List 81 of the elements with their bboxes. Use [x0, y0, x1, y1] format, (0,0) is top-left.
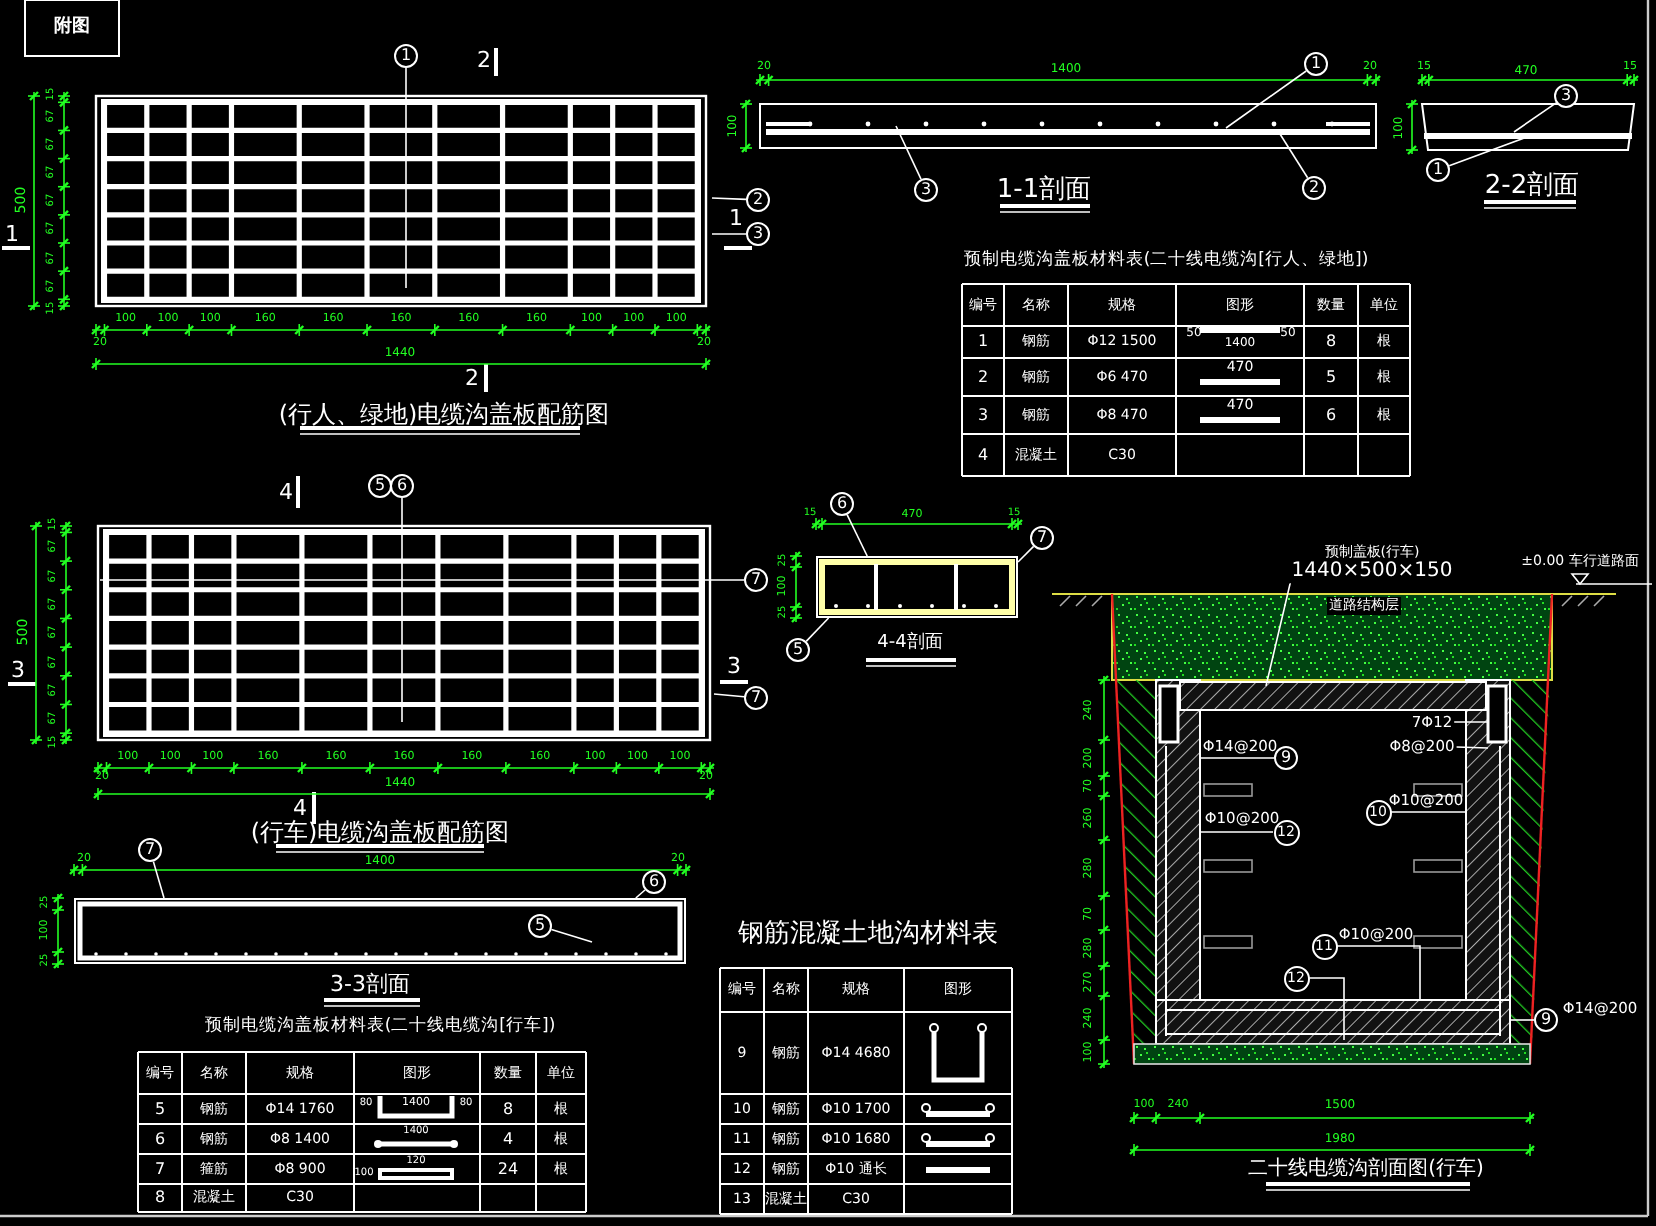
leader-line — [846, 514, 868, 557]
callout-number: 7 — [1030, 526, 1054, 550]
callout-number: 6 — [390, 474, 414, 498]
section-mark: 2 — [465, 367, 479, 389]
table-entry: 5 — [154, 1101, 166, 1117]
leader-line — [1513, 102, 1557, 133]
leader-line — [1199, 831, 1274, 833]
section-title: 1-1剖面 — [996, 177, 1092, 203]
callout-number: 6 — [642, 870, 666, 894]
section-mark: 1 — [729, 207, 743, 229]
drawing-title: (行人、绿地)电缆沟盖板配筋图 — [278, 402, 610, 426]
section-mark: 3 — [11, 659, 25, 681]
table-entry: 8 — [154, 1190, 166, 1206]
leader-line — [711, 233, 747, 235]
section-mark: 4 — [279, 481, 293, 503]
callout-number: 5 — [528, 914, 552, 938]
callout-number: 1 — [1426, 158, 1450, 182]
callout-number: 3 — [1554, 84, 1578, 108]
leader-line — [805, 617, 830, 643]
leader-line — [1279, 133, 1309, 179]
leader-line — [1199, 757, 1275, 759]
table-entry: 3 — [977, 407, 989, 423]
table-entry: 8 — [1325, 334, 1337, 350]
callout-number: 7 — [744, 686, 768, 710]
callout-number: 6 — [830, 492, 854, 516]
drawing-title: (行车)电缆沟盖板配筋图 — [250, 820, 510, 844]
table-entry: 24 — [497, 1161, 519, 1177]
callout-number: 1 — [394, 44, 418, 68]
leader-line — [895, 125, 922, 180]
drawing-title: 二十线电缆沟剖面图(行车) — [1248, 1160, 1484, 1180]
section-title: 4-4剖面 — [877, 635, 943, 653]
slab-section-drawing — [816, 556, 1018, 618]
table-entry: 2 — [977, 369, 989, 385]
table-entry: 4 — [977, 447, 989, 463]
callout-number: 7 — [744, 568, 768, 592]
drawing-tag: 附图 — [24, 0, 120, 57]
leader-line — [635, 889, 646, 899]
callout-number: 3 — [914, 178, 938, 202]
section-title: 3-3剖面 — [330, 973, 410, 995]
table-entry: 1 — [977, 334, 989, 350]
section-title: 2-2剖面 — [1484, 173, 1580, 199]
leader-line — [1308, 977, 1345, 1041]
leader-line — [99, 579, 745, 581]
leader-line — [1336, 945, 1421, 1001]
leader-line — [1390, 811, 1467, 813]
leader-line — [1453, 721, 1489, 723]
leader-line — [1455, 746, 1489, 749]
leader-line — [1265, 583, 1291, 687]
leader-line — [713, 693, 745, 698]
section-mark: 3 — [727, 655, 741, 677]
callout-number: 3 — [746, 222, 770, 246]
table-entry: 8 — [502, 1101, 514, 1117]
leader-line — [550, 928, 593, 943]
table-title: 预制电缆沟盖板材料表(二十线电缆沟[行车]) — [204, 1017, 556, 1035]
leader-line — [405, 67, 407, 289]
callout-number: 1 — [1304, 52, 1328, 76]
callout-number: 9 — [1534, 1008, 1558, 1032]
section-mark: 2 — [477, 49, 491, 71]
callout-number: 5 — [786, 638, 810, 662]
table-entry: 6 — [154, 1131, 166, 1147]
table-title: 预制电缆沟盖板材料表(二十线电缆沟[行人、绿地]) — [963, 251, 1369, 269]
callout-number: 2 — [746, 188, 770, 212]
table-entry: 5 — [1325, 369, 1337, 385]
callout-number: 9 — [1274, 746, 1298, 770]
callout-number: 7 — [138, 838, 162, 862]
leader-line — [401, 497, 403, 723]
leader-line — [1017, 545, 1035, 563]
leader-line — [711, 197, 747, 201]
table-entry: 4 — [502, 1131, 514, 1147]
table-title: 钢筋混凝土地沟材料表 — [738, 921, 998, 947]
leader-line — [152, 860, 165, 899]
dimension-text: 1440×500×150 — [1291, 560, 1453, 584]
table-entry: 7 — [154, 1161, 166, 1177]
callout-number: 2 — [1302, 176, 1326, 200]
section-mark: 1 — [5, 223, 19, 245]
section-mark: 4 — [293, 797, 307, 819]
table-entry: 6 — [1325, 407, 1337, 423]
slab-section-drawing — [74, 898, 686, 964]
leader-line — [1225, 70, 1307, 129]
callout-number: 5 — [368, 474, 392, 498]
leader-line — [1509, 1019, 1535, 1021]
